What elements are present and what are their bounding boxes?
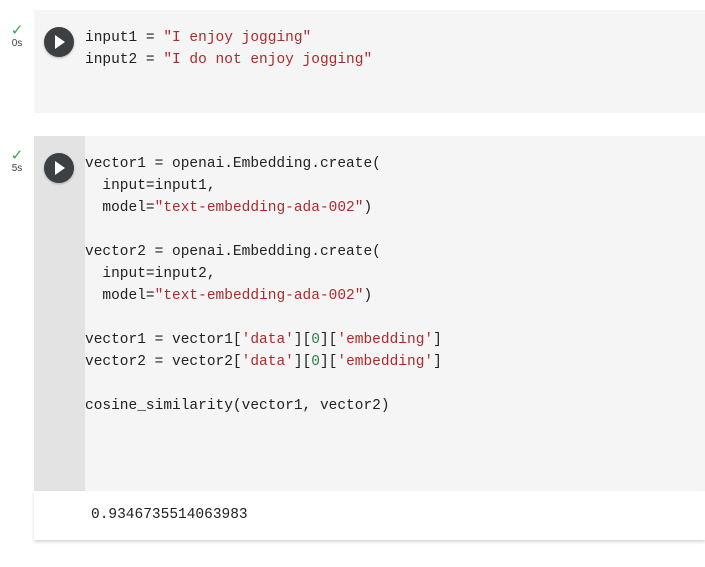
run-cell-button-1[interactable] [44,27,74,57]
code-token: input=input1, [85,178,216,194]
code-token: input=input2, [85,266,216,282]
code-token: ][ [293,332,312,348]
code-token [85,376,94,392]
code-token: "I do not enjoy jogging" [163,52,373,68]
cell-status-1: ✓ 0s [0,22,34,49]
code-token: 'embedding' [337,332,434,348]
code-token: vector1 = vector1[ [85,332,242,348]
code-token: input2 = [85,52,164,68]
code-token: 'data' [241,354,294,370]
code-token: 0 [311,354,320,370]
run-cell-button-2[interactable] [44,153,74,183]
code-token [85,310,94,326]
code-token: ][ [319,354,338,370]
code-line: model="text-embedding-ada-002") [85,285,705,307]
code-token: ) [363,288,373,304]
play-icon [55,161,65,175]
cell-run-time: 5s [11,163,23,174]
code-token: input1 = [85,30,164,46]
code-token [85,222,94,238]
code-line: cosine_similarity(vector1, vector2) [85,395,705,417]
cell-status-2: ✓ 5s [0,147,34,174]
code-editor-1[interactable]: input1 = "I enjoy jogging"input2 = "I do… [85,10,705,113]
code-token: "I enjoy jogging" [163,30,312,46]
code-line: input=input1, [85,175,705,197]
code-token: "text-embedding-ada-002" [154,200,364,216]
check-icon: ✓ [10,147,24,164]
code-line: input1 = "I enjoy jogging" [85,27,705,49]
output-value: 0.9346735514063983 [91,507,248,523]
check-icon: ✓ [10,22,24,39]
code-token: 'data' [241,332,294,348]
code-token: ) [363,200,373,216]
code-line: vector1 = vector1['data'][0]['embedding'… [85,329,705,351]
code-token: ][ [293,354,312,370]
code-token: ] [433,332,442,348]
code-token: model= [85,200,155,216]
cell-run-time: 0s [11,38,23,49]
code-line: vector1 = openai.Embedding.create( [85,153,705,175]
code-line: vector2 = vector2['data'][0]['embedding'… [85,351,705,373]
code-token: 0 [311,332,320,348]
code-token: ] [433,354,442,370]
code-token: model= [85,288,155,304]
code-cell-2[interactable]: vector1 = openai.Embedding.create( input… [34,136,705,491]
code-line [85,219,705,241]
code-token: cosine_similarity(vector1, vector2) [85,398,390,414]
code-token: vector2 = vector2[ [85,354,242,370]
code-line: vector2 = openai.Embedding.create( [85,241,705,263]
code-editor-2[interactable]: vector1 = openai.Embedding.create( input… [85,136,705,491]
code-line [85,373,705,395]
code-token: "text-embedding-ada-002" [154,288,364,304]
cell-gutter-1 [34,10,85,113]
code-line: input2 = "I do not enjoy jogging" [85,49,705,71]
cell-output-2: 0.9346735514063983 [34,491,705,540]
code-token: ][ [319,332,338,348]
code-token: 'embedding' [337,354,434,370]
code-cell-1[interactable]: input1 = "I enjoy jogging"input2 = "I do… [34,10,705,113]
cell-gutter-2 [34,136,85,491]
code-token: vector2 = openai.Embedding.create( [85,244,381,260]
code-token: vector1 = openai.Embedding.create( [85,156,381,172]
play-icon [55,35,65,49]
code-line [85,307,705,329]
code-line: input=input2, [85,263,705,285]
code-line: model="text-embedding-ada-002") [85,197,705,219]
